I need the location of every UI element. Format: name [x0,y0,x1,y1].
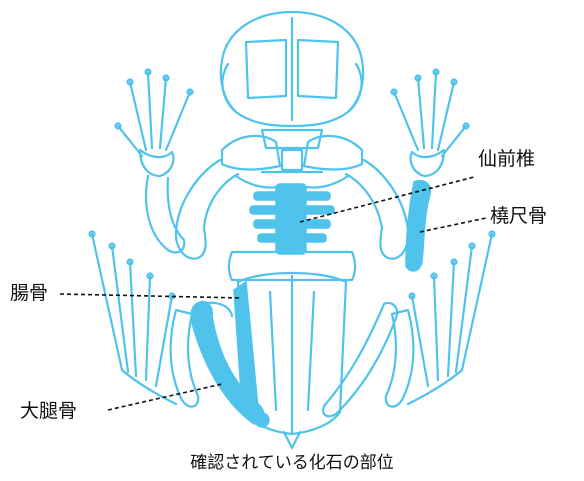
label-radioulna: 橈尺骨 [490,207,547,226]
skull-outline [221,12,363,126]
left-arm [146,160,238,259]
label-femur: 大腿骨 [20,402,77,421]
right-arm [346,160,408,259]
shoulder-girdle [222,130,362,188]
label-sacral-vertebra: 仙前椎 [478,150,535,169]
figure-caption: 確認されている化石の部位 [0,455,584,472]
leader-femur [108,384,222,410]
sacral-vertebra-highlight [250,184,334,254]
right-front-hand [392,70,469,177]
left-hind-foot [90,232,177,405]
label-ilium: 腸骨 [10,284,48,303]
leader-radioulna [420,218,486,232]
femur-highlight [191,302,269,427]
left-front-hand [116,70,193,177]
right-lower-leg [386,310,414,407]
leader-ilium [60,294,242,298]
